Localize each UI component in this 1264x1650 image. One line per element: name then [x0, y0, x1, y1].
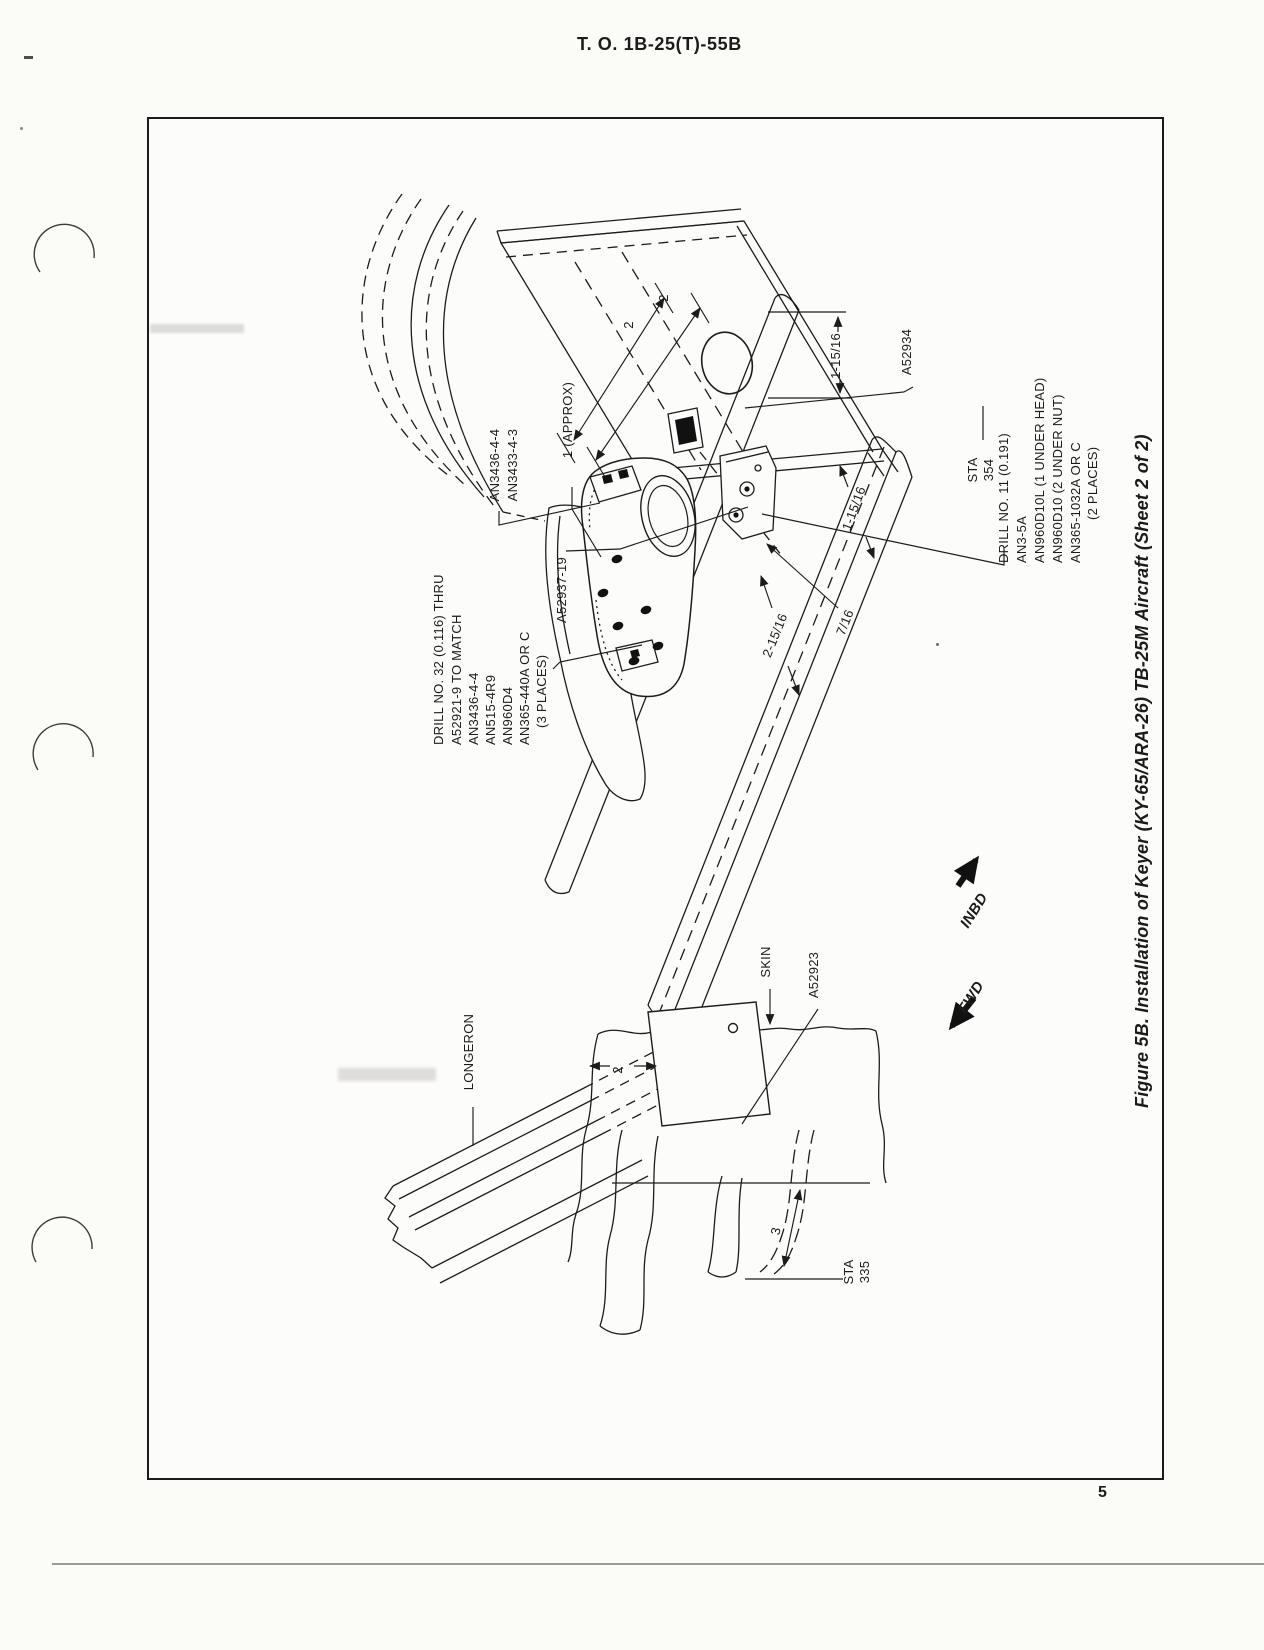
label-longeron: LONGERON: [461, 1014, 476, 1090]
hole-punch-mark: [32, 723, 94, 771]
drill11-line-5: AN365-1032A OR C: [1068, 442, 1083, 563]
dim-7-16: 7/16: [833, 607, 857, 637]
longeron: [384, 1033, 711, 1284]
leader-lines: [472, 386, 1005, 1146]
drill32-line-2: A52921-9 TO MATCH: [449, 614, 464, 745]
dim-1-15-16-lower: 1-15/16: [839, 484, 869, 532]
page-number: 5: [1098, 1484, 1107, 1501]
label-sta335-1: STA: [841, 1259, 856, 1284]
mounting-hole-dots: [597, 554, 664, 666]
label-a52923: A52923: [806, 952, 821, 998]
label-fwd: FWD: [955, 978, 988, 1017]
dim-2-lower: 2: [610, 1066, 625, 1073]
fuselage-frame-arcs: [361, 193, 546, 522]
connector-ring-inner: [647, 484, 689, 548]
dim-3: 3: [767, 1226, 783, 1236]
drill11-line-6: (2 PLACES): [1085, 447, 1100, 520]
label-a52934: A52934: [899, 329, 914, 375]
drill11-line-1: DRILL NO. 11 (0.191): [996, 433, 1011, 563]
label-inbd: INBD: [957, 890, 991, 931]
dim-2-upper-a: 2: [621, 321, 636, 328]
scan-artifact: [936, 643, 939, 646]
drill11-line-4: AN960D10 (2 UNDER NUT): [1050, 394, 1065, 563]
diagram-labels: AN3436-4-4 AN3433-4-3 1 (APPROX) 2 2 1-1…: [431, 294, 1100, 1284]
connector-ring-outer: [640, 475, 696, 557]
station-lines: [612, 406, 984, 1280]
scan-artifact: [20, 127, 23, 130]
drill32-line-6: AN365-440A OR C: [517, 631, 532, 745]
label-1-approx: 1 (APPROX): [560, 382, 575, 458]
figure-border: [147, 117, 1164, 1480]
drill11-line-2: AN3-5A: [1014, 516, 1029, 563]
hole-punch-mark: [31, 1216, 93, 1263]
scan-smudge: [150, 324, 244, 333]
dim-1-15-16-upper: 1-15/16: [828, 333, 843, 379]
label-skin: SKIN: [758, 946, 773, 977]
drill32-line-7: (3 PLACES): [534, 655, 549, 728]
dim-2-upper-b: 2: [656, 294, 671, 301]
label-a52937-19: A52937-19: [554, 557, 569, 623]
direction-arrows: [948, 855, 980, 1031]
label-an3436: AN3436-4-4: [487, 429, 502, 502]
drill11-line-3: AN960D10L (1 UNDER HEAD): [1032, 378, 1047, 563]
hole-punch-mark: [33, 223, 95, 273]
page-bottom-rule: [52, 1563, 1264, 1565]
label-sta354-2: 354: [981, 459, 996, 481]
to-number: T. O. 1B-25(T)-55B: [577, 34, 742, 54]
figure-caption: Figure 5B. Installation of Keyer (KY-65/…: [1132, 434, 1152, 1108]
fwd-arrow: [948, 996, 977, 1031]
drill32-line-4: AN515-4R9: [483, 675, 498, 745]
drill32-line-5: AN960D4: [500, 687, 515, 745]
scan-artifact: [24, 56, 33, 59]
doubler-panel: [647, 1001, 771, 1127]
dim-2-15-16: 2-15/16: [759, 611, 790, 659]
label-an3433: AN3433-4-3: [505, 429, 520, 502]
label-sta354-1: STA: [965, 457, 980, 482]
hole-punch-marks: [31, 223, 95, 1263]
attach-bracket: [719, 445, 777, 540]
scan-smudge: [338, 1068, 436, 1081]
dimension-lines: [556, 282, 875, 1268]
drill32-line-3: AN3436-4-4: [466, 672, 481, 745]
drill32-line-1: DRILL NO. 32 (0.116) THRU: [431, 574, 446, 745]
document-header: T. O. 1B-25(T)-55B: [577, 34, 742, 55]
label-sta335-2: 335: [857, 1261, 872, 1283]
inbd-arrow: [953, 855, 980, 888]
